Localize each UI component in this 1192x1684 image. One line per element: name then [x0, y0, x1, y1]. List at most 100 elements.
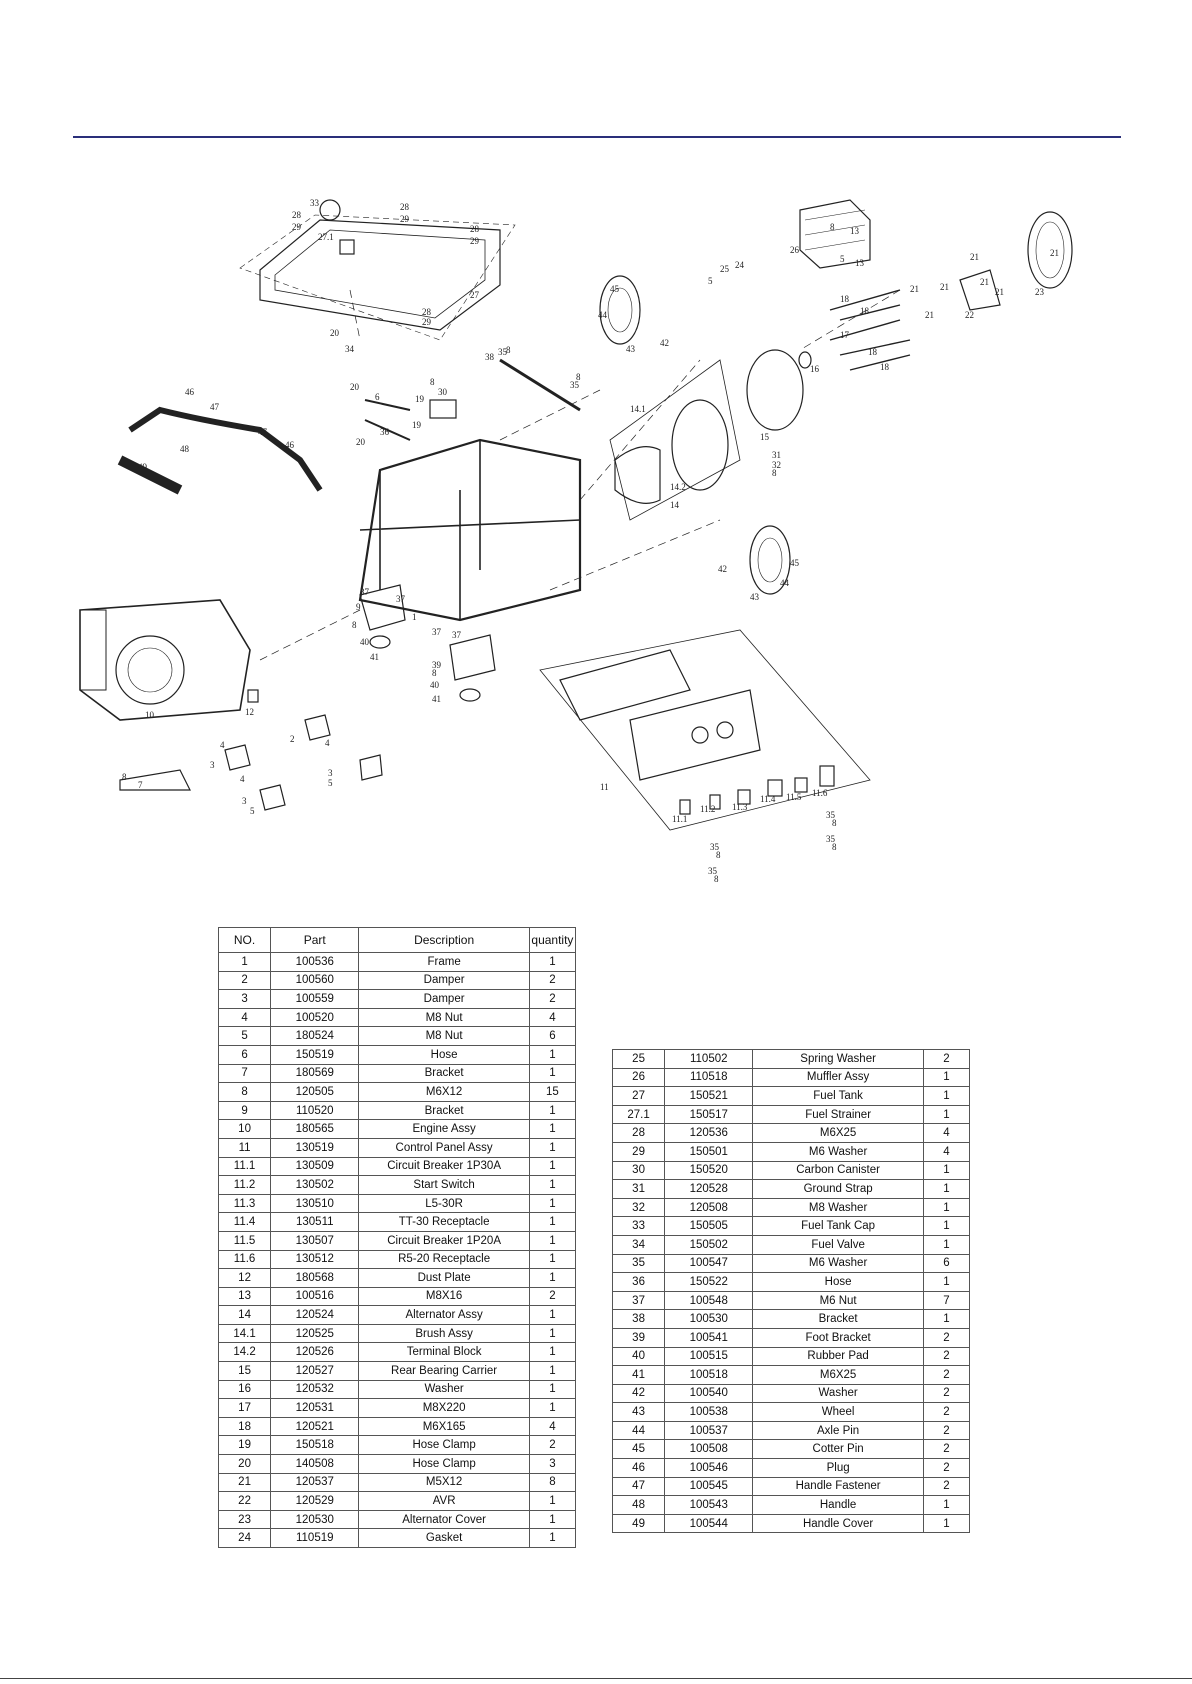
- handle-shape: [128, 406, 323, 492]
- svg-text:25: 25: [720, 264, 730, 274]
- svg-text:17: 17: [840, 330, 850, 340]
- fuel-cap-shape: [319, 199, 341, 221]
- cell-part: 120529: [270, 1491, 360, 1511]
- svg-text:8: 8: [832, 842, 837, 852]
- cell-description: Plug: [752, 1458, 924, 1478]
- cell-part: 100559: [270, 989, 360, 1009]
- cell-description: Fuel Valve: [752, 1234, 924, 1255]
- svg-text:47: 47: [258, 427, 268, 437]
- cell-part: 100540: [664, 1383, 754, 1404]
- svg-text:30: 30: [438, 387, 448, 397]
- cell-no: 16: [217, 1379, 272, 1400]
- cell-part: 180565: [270, 1119, 360, 1139]
- cell-no: 46: [611, 1458, 666, 1478]
- svg-text:8: 8: [122, 772, 127, 782]
- cell-quantity: 4: [922, 1123, 971, 1143]
- cell-quantity: 8: [528, 1472, 577, 1493]
- svg-text:4: 4: [325, 738, 330, 748]
- cell-quantity: 1: [528, 1305, 577, 1325]
- cell-quantity: 1: [528, 1230, 577, 1251]
- cell-quantity: 1: [528, 1193, 577, 1214]
- svg-text:21: 21: [925, 310, 934, 320]
- cell-quantity: 1: [922, 1495, 971, 1515]
- svg-text:41: 41: [370, 652, 379, 662]
- svg-text:18: 18: [880, 362, 890, 372]
- cell-quantity: 1: [528, 1342, 577, 1363]
- wheel-lower-shape: [749, 525, 791, 595]
- cell-quantity: 1: [528, 952, 577, 972]
- cell-quantity: 2: [528, 1286, 577, 1307]
- cell-part: 100508: [664, 1439, 754, 1460]
- cell-no: 11.3: [217, 1193, 272, 1214]
- cell-no: 19: [217, 1435, 272, 1456]
- cell-description: Start Switch: [358, 1175, 530, 1195]
- cell-quantity: 1: [922, 1309, 971, 1329]
- cell-part: 120525: [270, 1323, 360, 1344]
- cell-description: Carbon Canister: [752, 1160, 924, 1181]
- cell-description: TT-30 Receptacle: [358, 1212, 530, 1232]
- svg-text:11.1: 11.1: [672, 814, 687, 824]
- cell-part: 130502: [270, 1175, 360, 1195]
- stator-shape: [671, 399, 729, 491]
- cell-description: Hose Clamp: [358, 1435, 530, 1456]
- header-rule: [73, 136, 1121, 138]
- svg-text:14: 14: [670, 500, 680, 510]
- cell-part: 120521: [270, 1416, 360, 1437]
- svg-text:8: 8: [714, 874, 719, 884]
- svg-text:35: 35: [826, 834, 836, 844]
- cell-description: M8 Washer: [752, 1197, 924, 1218]
- svg-text:37: 37: [452, 630, 462, 640]
- cell-quantity: 1: [528, 1528, 577, 1548]
- cell-no: 42: [611, 1383, 666, 1404]
- svg-text:29: 29: [470, 236, 480, 246]
- cell-quantity: 2: [922, 1476, 971, 1497]
- cell-quantity: 1: [922, 1104, 971, 1125]
- header-part: Part: [270, 927, 360, 953]
- svg-text:34: 34: [345, 344, 355, 354]
- svg-text:21: 21: [1050, 248, 1059, 258]
- cell-description: Hose Clamp: [358, 1454, 530, 1474]
- cell-description: Bracket: [752, 1309, 924, 1329]
- svg-text:13: 13: [850, 226, 860, 236]
- svg-text:4: 4: [220, 740, 225, 750]
- cell-no: 43: [611, 1402, 666, 1422]
- cell-description: Bracket: [358, 1063, 530, 1084]
- cell-part: 120532: [270, 1379, 360, 1400]
- cell-no: 14: [217, 1305, 272, 1325]
- cell-description: M6X25: [752, 1365, 924, 1385]
- cell-description: M6X12: [358, 1082, 530, 1102]
- svg-text:18: 18: [840, 294, 850, 304]
- svg-text:6: 6: [375, 392, 380, 402]
- svg-text:35: 35: [710, 842, 720, 852]
- svg-text:8: 8: [352, 620, 357, 630]
- cell-part: 150521: [664, 1086, 754, 1106]
- cell-part: 120508: [664, 1197, 754, 1218]
- cell-description: Gasket: [358, 1528, 530, 1548]
- svg-text:26: 26: [790, 245, 800, 255]
- bracket-7-shape: [119, 769, 191, 791]
- cell-quantity: 1: [528, 1509, 577, 1530]
- cell-quantity: 2: [528, 1435, 577, 1456]
- svg-text:23: 23: [1035, 287, 1045, 297]
- cell-description: M8 Nut: [358, 1007, 530, 1028]
- svg-text:3: 3: [210, 760, 215, 770]
- cell-description: Foot Bracket: [752, 1327, 924, 1348]
- cell-no: 44: [611, 1420, 666, 1441]
- cell-quantity: 1: [922, 1234, 971, 1255]
- cell-no: 11: [217, 1137, 272, 1158]
- cell-part: 130512: [270, 1249, 360, 1270]
